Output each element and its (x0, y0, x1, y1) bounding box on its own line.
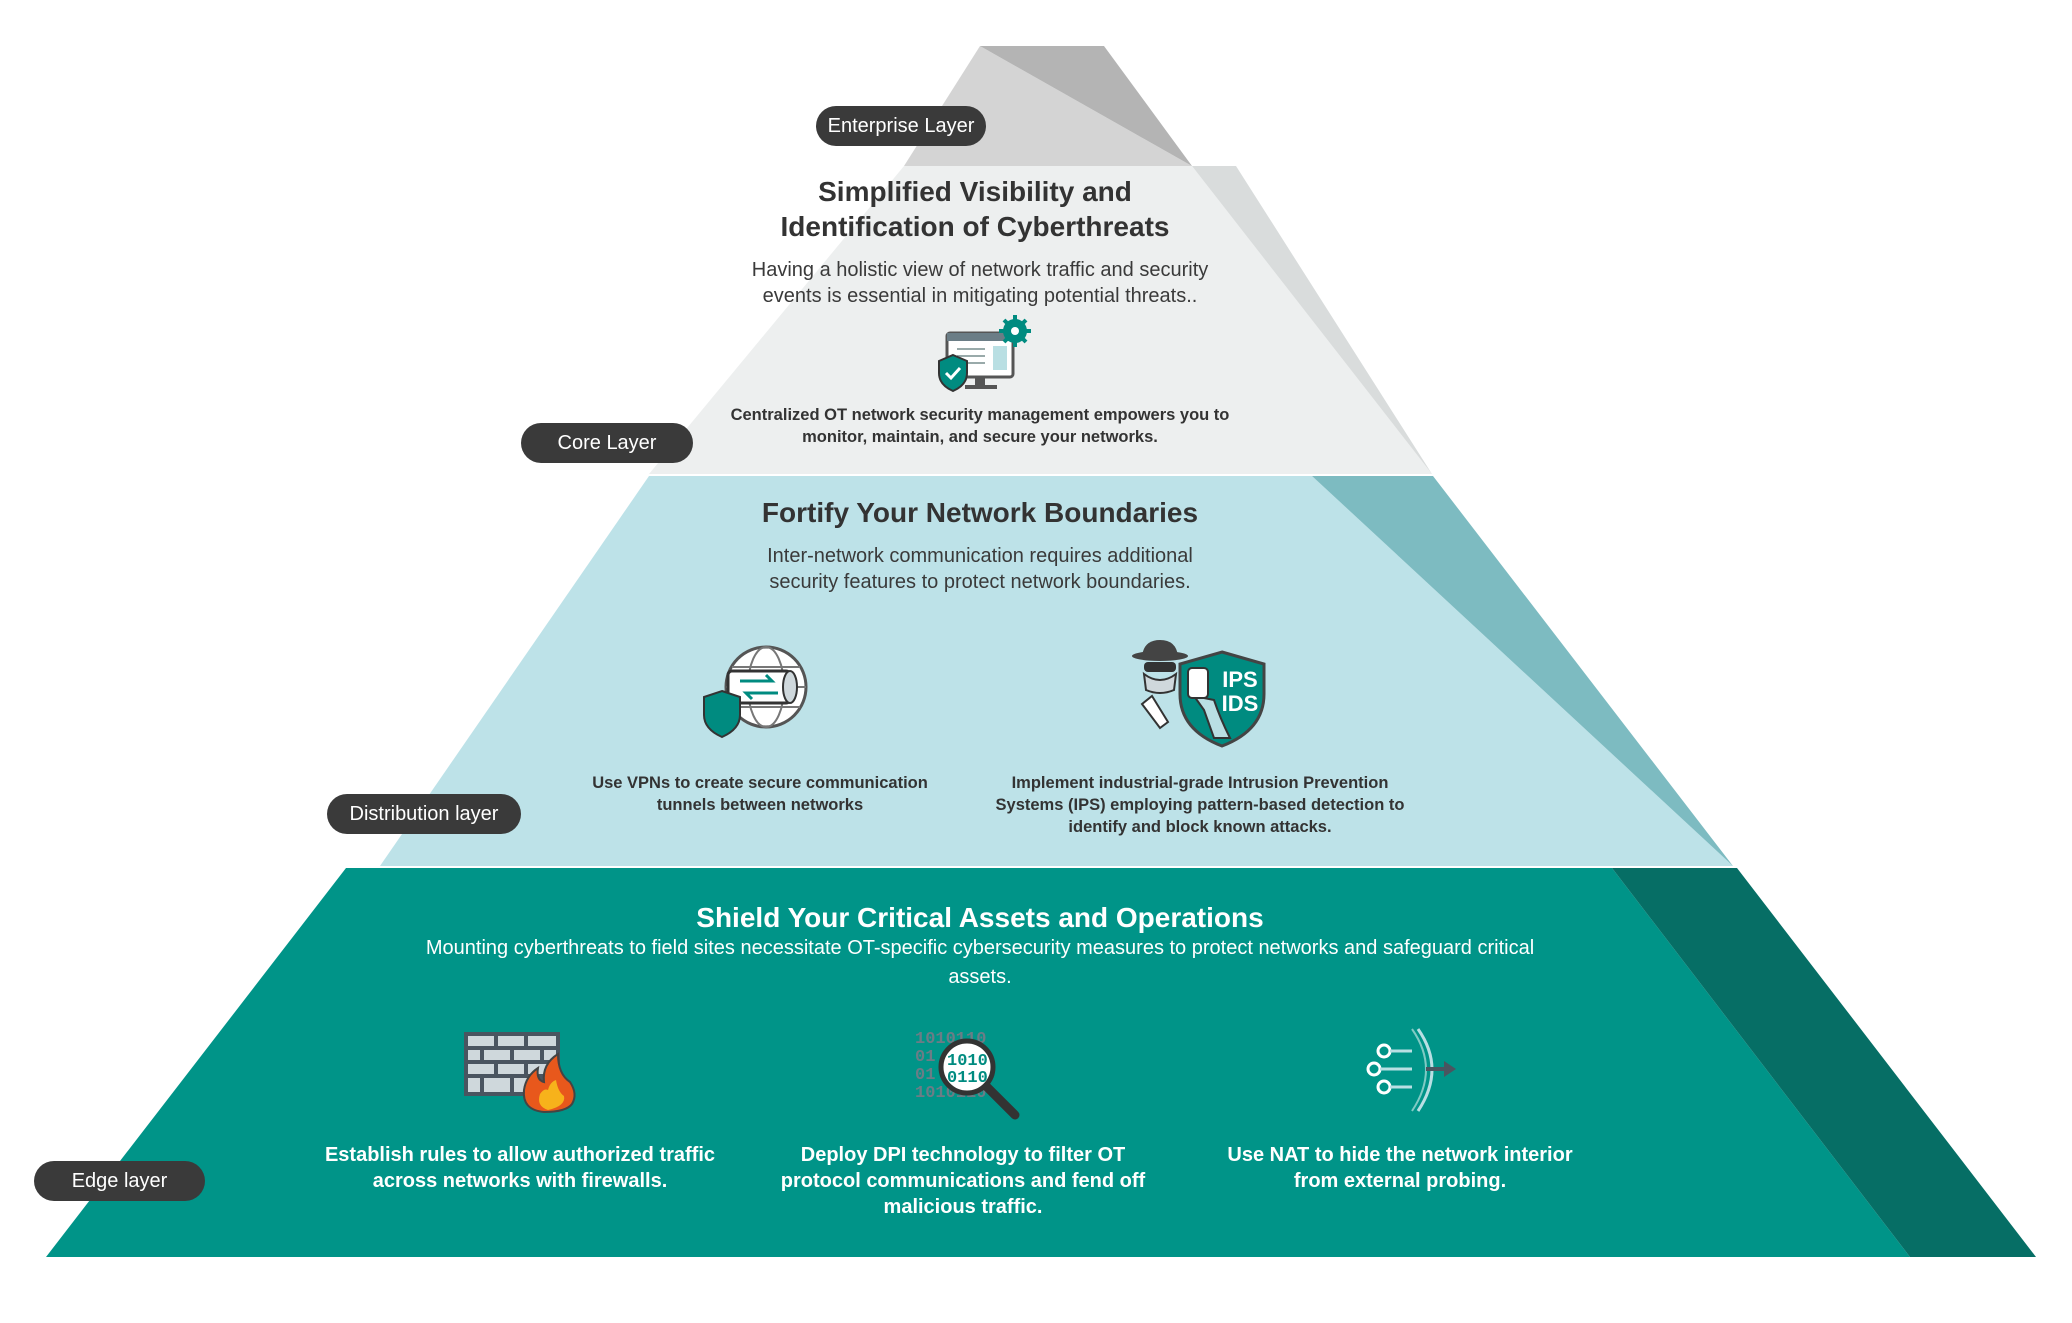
enterprise-layer-label: Enterprise Layer (816, 106, 986, 146)
ips-badge-text: IPS (1222, 667, 1257, 692)
ids-badge-text: IDS (1222, 691, 1259, 716)
core-layer-shade (1192, 166, 1432, 474)
dpi-note-line3: malicious traffic. (883, 1196, 1043, 1218)
dpi-bits-row3: 01 (915, 1066, 935, 1085)
dpi-note-line2: protocol communications and fend off (780, 1170, 1146, 1192)
nat-icon (1366, 1028, 1456, 1112)
dpi-note-line1: Deploy DPI technology to filter OT (800, 1144, 1126, 1166)
edge-layer-shade (1612, 868, 2036, 1257)
core-layer-face (649, 166, 1432, 474)
distribution-desc-line1: Inter-network communication requires add… (767, 545, 1193, 567)
ips-note-line3: identify and block known attacks. (1068, 818, 1332, 836)
dpi-lens-bits-row2: 0110 (947, 1069, 988, 1088)
core-note-line2: monitor, maintain, and secure your netwo… (802, 428, 1158, 446)
ips-note-line1: Implement industrial-grade Intrusion Pre… (1011, 774, 1389, 792)
distribution-layer-face (380, 476, 1733, 866)
core-title-line2: Identification of Cyberthreats (780, 211, 1170, 242)
ips-ids-shield-icon: IPS IDS (1132, 640, 1266, 748)
edge-title: Shield Your Critical Assets and Operatio… (696, 902, 1264, 933)
nat-note-line1: Use NAT to hide the network interior (1227, 1144, 1573, 1166)
core-note-line1: Centralized OT network security manageme… (730, 406, 1230, 424)
distribution-desc-line2: security features to protect network bou… (769, 571, 1191, 593)
nat-note-line2: from external probing. (1293, 1170, 1507, 1192)
edge-desc-line2: assets. (948, 966, 1012, 988)
vpn-globe-tunnel-icon (703, 645, 808, 739)
distribution-title: Fortify Your Network Boundaries (761, 497, 1199, 528)
monitor-gear-shield-icon (938, 315, 1031, 393)
dpi-magnifier-icon: 1010110 01 01 1010110 1010 0110 (915, 1030, 1020, 1120)
firewall-note-line2: across networks with firewalls. (372, 1170, 668, 1192)
enterprise-layer-shade (980, 46, 1192, 166)
edge-desc-line1: Mounting cyberthreats to field sites nec… (425, 937, 1535, 959)
ips-note-line2: Systems (IPS) employing pattern-based de… (995, 796, 1405, 814)
core-desc-line1: Having a holistic view of network traffi… (751, 259, 1209, 281)
firewall-note-line1: Establish rules to allow authorized traf… (324, 1144, 716, 1166)
core-desc-line2: events is essential in mitigating potent… (762, 285, 1198, 307)
distribution-layer-shade (1312, 476, 1733, 866)
distribution-layer-label: Distribution layer (327, 794, 521, 834)
vpn-note-line1: Use VPNs to create secure communication (592, 774, 928, 792)
firewall-icon (464, 1032, 576, 1114)
dpi-lens-bits-row1: 1010 (947, 1052, 988, 1071)
core-title-line1: Simplified Visibility and (818, 176, 1132, 207)
core-layer-label: Core Layer (521, 423, 693, 463)
vpn-note-line2: tunnels between networks (656, 796, 864, 814)
dpi-bits-row2: 01 (915, 1048, 935, 1067)
edge-layer-label: Edge layer (34, 1161, 205, 1201)
